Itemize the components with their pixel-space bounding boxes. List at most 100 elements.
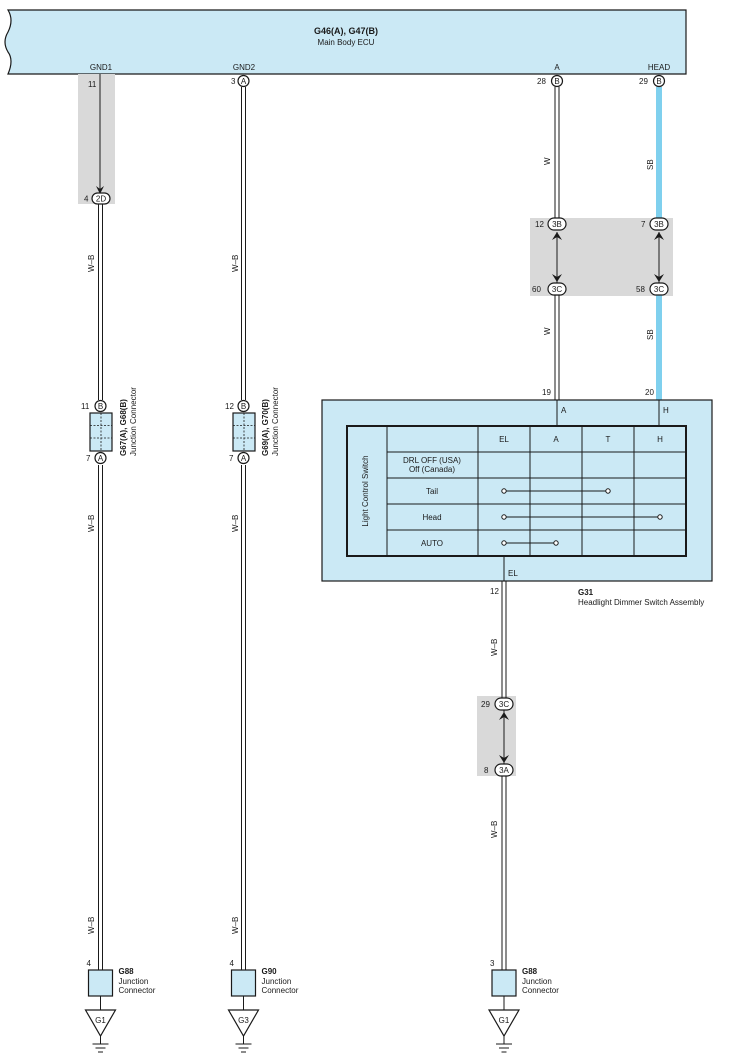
ground-label: G1 [499,1016,510,1025]
ground-connector-code: G88 [119,967,135,976]
g67-conn-bottom: A [98,454,104,463]
junction-3a-el-pin: 8 [484,766,489,775]
junction-connector-g69: B 12 A 7 G69(A), G70(B) Junction Connect… [225,387,280,465]
switch-pin-a: 19 [542,388,551,397]
continuity-node [553,540,559,546]
junction-3c-el-pin: 29 [481,700,490,709]
junction-2d-label: 2D [96,195,106,204]
g67-name: Junction Connector [129,387,138,456]
junction-3c-a: 3C 60 [532,274,567,296]
switch-col-el: EL [499,435,509,444]
wire-gnd1-color-lower: W–B [87,917,96,934]
ecu-pin-gnd2: 3 [231,77,236,86]
ecu-code: G46(A), G47(B) [314,26,378,36]
ecu-conn-head-label: B [656,77,661,86]
wire-a [554,87,560,400]
wire-head-color-upper: SB [646,159,655,170]
ground-section: 4G88JunctionConnectorG14G90JunctionConne… [84,959,559,1053]
junction-connector-g67: B 11 A 7 G67(A), G68(B) Junction Connect… [81,387,138,465]
switch-row-header: Light Control Switch [361,455,370,526]
ground-connector-name: Junction [119,977,149,986]
continuity-node [657,514,663,520]
switch-code: G31 [578,588,594,597]
junction-3c-head: 3C 58 [636,274,669,296]
switch-row-label-drl: DRL OFF (USA)Off (Canada) [403,456,461,474]
ground-connector-name: Junction [522,977,552,986]
switch-pin-h: 20 [645,388,654,397]
g69-conn-bottom: A [241,454,247,463]
ecu-pin-a: 28 [537,77,546,86]
junction-3c-head-pin: 58 [636,285,645,294]
ecu-terminal-gnd2: GND2 [233,63,256,72]
wire-el-color-upper: W–B [490,639,499,656]
switch-row-label-tail: Tail [426,487,438,496]
ground-connector-name: Junction [262,977,292,986]
junction-3a-el-label: 3A [499,766,509,775]
wire-head-color-lower: SB [646,329,655,340]
junction-3b-head-label: 3B [654,220,664,229]
ground-connector-pin: 4 [230,959,235,968]
switch-continuity-lines [501,488,663,546]
wire-el [501,581,507,970]
wire-a-color-upper: W [543,157,552,165]
g67-conn-top: B [98,402,103,411]
ecu-name: Main Body ECU [318,38,375,47]
ground-connector-pin: 4 [87,959,92,968]
ground-connector-box [87,969,114,997]
switch-col-h: H [657,435,663,444]
ecu-terminal-gnd1: GND1 [90,63,113,72]
g69-pin-top: 12 [225,402,234,411]
ground-connector-code: G90 [262,967,278,976]
ground-label: G3 [238,1016,249,1025]
wire-gnd2 [241,87,246,970]
wire-gnd1 [96,74,104,970]
g69-conn-top: B [241,402,246,411]
continuity-node [501,488,507,494]
junction-3b-a-label: 3B [552,220,562,229]
junction-3a-el: 3A 8 [484,755,514,777]
ecu-terminal-head: HEAD [648,63,670,72]
g69-pin-bottom: 7 [229,454,234,463]
g67-pin-top: 11 [81,402,90,411]
ecu-connector-a: B 28 [537,74,564,88]
ecu-pin-head: 29 [639,77,648,86]
ecu-pin-gnd1: 11 [88,80,97,89]
wire-head [656,87,662,400]
ground-triangle [227,1009,260,1038]
switch-name: Headlight Dimmer Switch Assembly [578,598,704,607]
wire-gnd1-color-upper: W–B [87,255,96,272]
switch-row-label-drl-line: DRL OFF (USA) [403,456,461,465]
switch-row-label-drl-line: Off (Canada) [409,465,455,474]
wire-gnd2-color-mid: W–B [231,515,240,532]
ground-connector-name: Connector [119,986,156,995]
wire-gnd1-color-mid: W–B [87,515,96,532]
ground-connector-box [230,969,257,997]
junction-3c-el-label: 3C [499,700,509,709]
junction-3c-a-label: 3C [552,285,562,294]
ground-connector-pin: 3 [490,959,495,968]
junction-2d-pin: 4 [84,195,89,204]
ecu-box [4,9,687,75]
switch-terminal-h: H [663,406,669,415]
g67-code: G67(A), G68(B) [119,399,128,456]
junction-2d: 2D 4 [84,192,111,205]
ground-connector-name: Connector [522,986,559,995]
g69-code: G69(A), G70(B) [261,399,270,456]
ground-label: G1 [95,1016,106,1025]
continuity-node [501,540,507,546]
switch-row-label-auto: AUTO [421,539,443,548]
junction-area-2d [78,74,115,204]
wire-gnd2-color-lower: W–B [231,917,240,934]
junction-3c-head-label: 3C [654,285,664,294]
switch-row-label-head: Head [422,513,441,522]
continuity-node [501,514,507,520]
ground-triangle [84,1009,117,1038]
switch-pin-el: 12 [490,587,499,596]
switch-terminal-el: EL [508,569,518,578]
ecu-connector-head: B 29 [639,74,666,88]
g67-pin-bottom: 7 [86,454,91,463]
